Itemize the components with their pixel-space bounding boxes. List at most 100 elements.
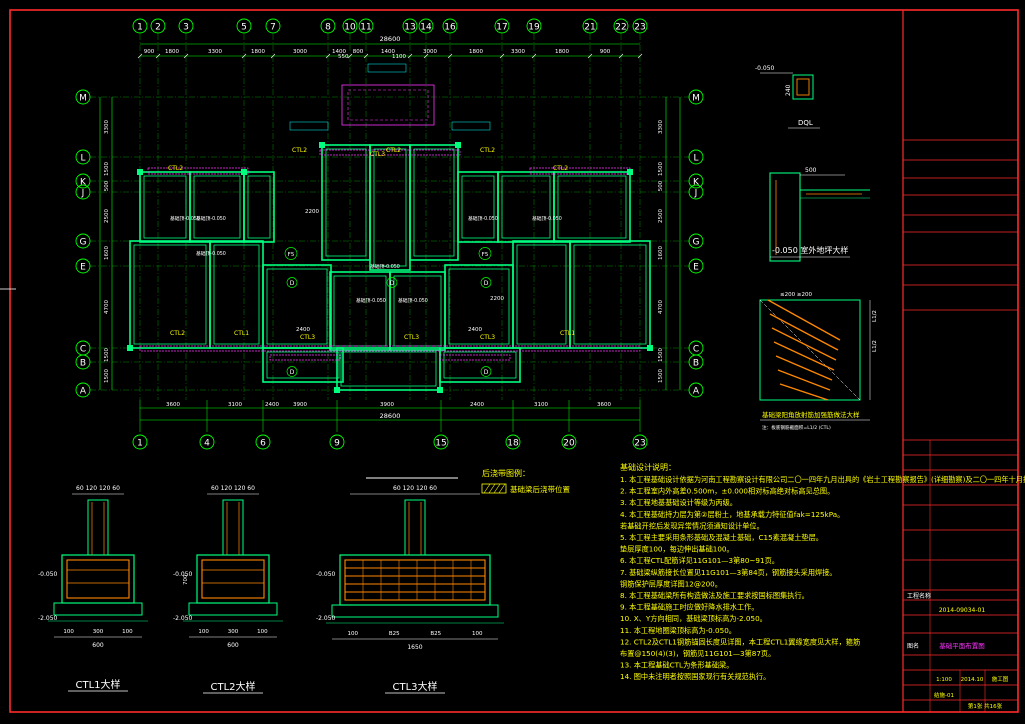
axis-label-left: E xyxy=(80,263,86,273)
section-base-dim: 100 xyxy=(198,629,209,635)
section-pad xyxy=(331,604,499,618)
axis-label-top: 5 xyxy=(241,23,247,33)
axis-bubble-top xyxy=(526,18,542,34)
outdoor-wall xyxy=(769,172,801,262)
axis-label-left: J xyxy=(81,189,85,199)
axis-label-bottom: 4 xyxy=(204,439,210,449)
axis-label-top: 19 xyxy=(528,23,540,33)
footing-marker-label: F5 xyxy=(482,252,489,258)
dim-bottom: 3100 xyxy=(228,402,242,408)
axis-bubble-right xyxy=(688,354,704,370)
section-marker-circle xyxy=(386,277,398,288)
room-right-5-inner xyxy=(516,244,567,345)
room-right-1-inner xyxy=(557,175,627,239)
dim-right: 1500 xyxy=(658,162,664,176)
axis-label-left: C xyxy=(80,345,86,355)
dim-top: 3300 xyxy=(208,49,222,55)
axis-label-bottom: 18 xyxy=(507,439,519,449)
axis-bubble-top xyxy=(613,18,629,34)
corner-radiating-bar xyxy=(773,341,835,371)
room-right-4-inner xyxy=(573,244,647,345)
elevation-label: 基础顶-0.050 xyxy=(532,215,562,222)
corner-diagonal xyxy=(759,299,861,401)
dim-top: 3000 xyxy=(423,49,437,55)
section-stirrup xyxy=(201,559,265,599)
title-drawing-no: 结施-01 xyxy=(934,691,954,699)
section-base-dim: 100 xyxy=(348,631,359,637)
axis-bubble-bottom xyxy=(329,434,345,450)
beam-label: CTL3 xyxy=(300,334,315,341)
callout-box xyxy=(367,63,407,73)
section-elev-top: -0.050 xyxy=(38,571,58,578)
top-canopy-inner xyxy=(347,89,429,121)
dql-title: DQL xyxy=(798,119,813,127)
total-dim-bottom: 28600 xyxy=(380,412,401,420)
corner-radiating-bar xyxy=(779,383,829,401)
core-entry-inner xyxy=(340,351,437,387)
axis-bubble-left xyxy=(75,233,91,249)
axis-bubble-top xyxy=(402,18,418,34)
inner-dimension: 2200 xyxy=(305,209,319,215)
dim-top: 1400 xyxy=(332,49,346,55)
dim-tick xyxy=(270,53,276,59)
beam-label: CTL2 xyxy=(386,147,401,154)
dim-top: 1800 xyxy=(469,49,483,55)
notes-title: 基础设计说明： xyxy=(620,462,676,472)
dim-right: 3300 xyxy=(658,120,664,134)
title-drawing-label: 图名 xyxy=(907,642,919,650)
section-base-dim: 300 xyxy=(93,629,104,635)
axis-label-left: A xyxy=(80,387,87,397)
corner-radiating-bar xyxy=(769,313,839,351)
section-top-dims: 60 120 120 60 xyxy=(211,485,255,492)
axis-bubble-left xyxy=(75,173,91,189)
section-base-dim: 100 xyxy=(63,629,74,635)
dim-bottom: 2400 xyxy=(470,402,484,408)
column-marker xyxy=(437,387,443,393)
axis-label-top: 8 xyxy=(325,23,331,33)
section-pad xyxy=(188,602,278,616)
axis-label-top: 11 xyxy=(360,23,371,33)
section-width: 1650 xyxy=(407,644,422,651)
beam-hatch xyxy=(139,345,641,352)
elevation-label: 基础顶-0.050 xyxy=(356,297,386,304)
room-left-7 xyxy=(262,347,344,383)
section-marker-circle xyxy=(286,277,298,288)
section-base-dim: 300 xyxy=(228,629,239,635)
note-line: 布置@150(4)(3)，钢筋见11G101—3第87页。 xyxy=(620,649,775,658)
dim-tick xyxy=(363,53,369,59)
axis-label-top: 22 xyxy=(615,23,626,33)
legend-hatch xyxy=(483,483,506,494)
axis-bubble-bottom xyxy=(505,434,521,450)
note-line: 若基础开挖后发现异常情况须通知设计单位。 xyxy=(620,521,764,530)
core-center-inner xyxy=(373,148,407,267)
section-height: 700 xyxy=(183,574,189,585)
note-line: 14. 图中未注明者按照国家现行有关规范执行。 xyxy=(620,672,770,681)
inner-dimension: 2400 xyxy=(468,327,482,333)
elevation-label: 基础顶-0.050 xyxy=(196,215,226,222)
corner-dimension: ≤200 ≥200 xyxy=(780,292,812,298)
total-dim-top: 28600 xyxy=(380,35,401,43)
section-elev-top: -0.050 xyxy=(316,571,336,578)
section-marker-circle xyxy=(480,277,492,288)
room-right-2-inner xyxy=(501,175,551,239)
room-left-2-inner xyxy=(193,175,241,239)
corner-radiating-bar xyxy=(777,369,831,391)
dim-tick xyxy=(155,53,161,59)
section-marker-circle xyxy=(480,366,492,377)
dim-tick xyxy=(531,53,537,59)
axis-bubble-right xyxy=(688,149,704,165)
dim-tick xyxy=(423,53,429,59)
dql-stirrup xyxy=(796,78,810,96)
section-pad xyxy=(53,602,143,616)
axis-label-right: E xyxy=(693,263,699,273)
axis-bubble-right xyxy=(688,184,704,200)
room-left-5-inner xyxy=(213,244,260,345)
design-notes: 基础设计说明： 1. 本工程基础设计依据为河南工程勘察设计有限公司二〇一四年九月… xyxy=(620,462,1025,681)
axis-bubble-top xyxy=(418,18,434,34)
core-stair-right-inner xyxy=(413,148,455,257)
